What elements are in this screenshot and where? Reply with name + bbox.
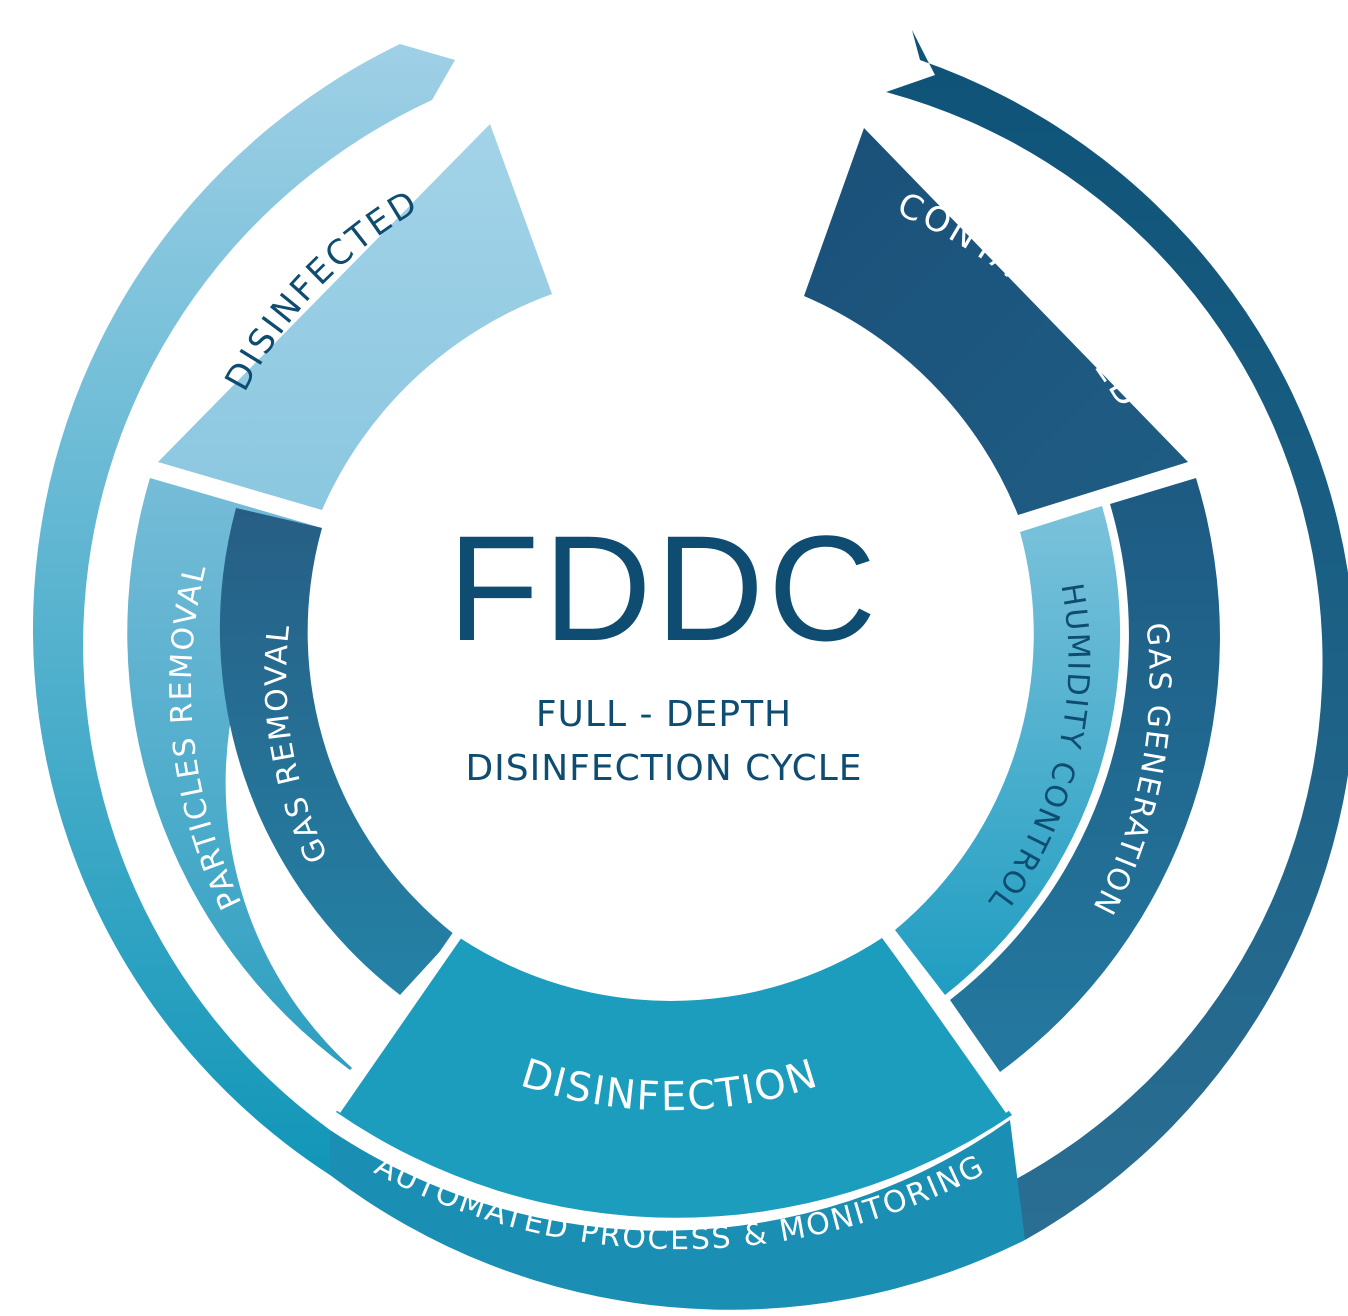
segment-particles-removal <box>127 478 353 1070</box>
outer-ring-right <box>886 30 1348 1240</box>
center-subtitle-line1: FULL - DEPTH <box>536 694 792 735</box>
segment-gas-generation <box>950 478 1220 1072</box>
segment-contaminated <box>804 128 1188 515</box>
outer-ring-left <box>32 44 455 1175</box>
segment-gas-removal <box>219 508 455 995</box>
center-subtitle-line2: DISINFECTION CYCLE <box>465 748 862 789</box>
outer-ring-bottom <box>330 1120 1025 1310</box>
segment-separators <box>148 465 1198 1113</box>
segment-humidity-control <box>895 506 1121 995</box>
center-title: FDDC <box>448 504 881 672</box>
segment-disinfection <box>336 938 1012 1218</box>
segment-disinfected <box>158 124 552 510</box>
